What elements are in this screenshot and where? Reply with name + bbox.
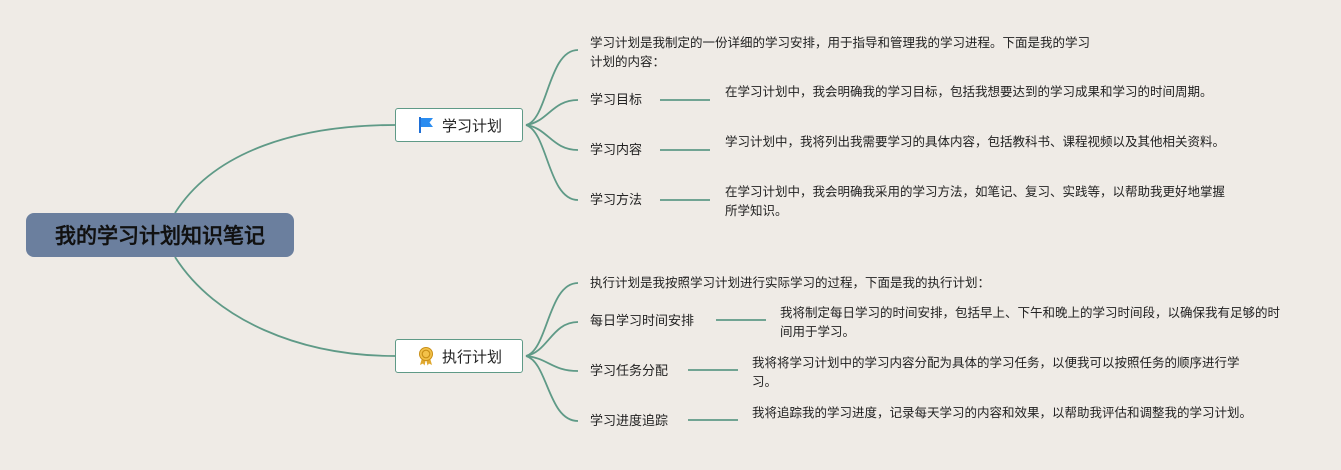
branch-node-study-plan[interactable]: 学习计划 (395, 108, 523, 142)
branch-2-child-3-label[interactable]: 学习进度追踪 (590, 414, 669, 429)
branch-title: 执行计划 (441, 347, 502, 366)
branch-1-child-1-label[interactable]: 学习目标 (590, 93, 643, 108)
branch-1-child-3-label[interactable]: 学习方法 (590, 193, 643, 208)
branch-2-child-3-text: 我将追踪我的学习进度，记录每天学习的内容和效果，以帮助我评估和调整我的学习计划。 (752, 405, 1253, 420)
branch-1-child-3-text: 在学习计划中，我会明确我采用的学习方法，如笔记、复习、实践等，以帮助我更好地掌握… (725, 184, 1226, 218)
link-b2-intro (525, 282, 579, 357)
branch-node-execution-plan[interactable]: 执行计划 (395, 339, 523, 373)
branch-1-child-2-label[interactable]: 学习内容 (590, 143, 643, 158)
branch-1-intro: 学习计划是我制定的一份详细的学习安排，用于指导和管理我的学习进程。下面是我的学习… (590, 35, 1091, 69)
branch-2-child-1-text: 我将制定每日学习的时间安排，包括早上、下午和晚上的学习时间段，以确保我有足够的时… (780, 305, 1281, 339)
link-b2-child-3 (525, 355, 579, 422)
link-b2-child-1 (525, 321, 579, 357)
link-b1-child-3 (525, 124, 579, 201)
root-node[interactable]: 我的学习计划知识笔记 (26, 213, 294, 257)
branch-2-intro: 执行计划是我按照学习计划进行实际学习的过程，下面是我的执行计划： (590, 275, 991, 290)
branch-2-child-2-label[interactable]: 学习任务分配 (590, 364, 669, 379)
branch-2-child-2-text: 我将将学习计划中的学习内容分配为具体的学习任务，以便我可以按照任务的顺序进行学习… (752, 355, 1240, 389)
award-medal-icon (416, 346, 436, 366)
link-root-branch-1 (174, 124, 396, 214)
link-b1-child-2 (525, 124, 579, 151)
branch-1-child-2-text: 学习计划中，我将列出我需要学习的具体内容，包括教科书、课程视频以及其他相关资料。 (725, 134, 1226, 149)
link-b1-intro (525, 49, 579, 126)
link-b1-child-1 (525, 99, 579, 126)
root-title: 我的学习计划知识笔记 (55, 224, 265, 248)
branch-title: 学习计划 (441, 116, 502, 135)
branch-1-child-1-text: 在学习计划中，我会明确我的学习目标，包括我想要达到的学习成果和学习的时间周期。 (725, 84, 1213, 99)
blue-flag-icon (416, 115, 436, 135)
link-root-branch-2 (174, 256, 396, 357)
branch-2-child-1-label[interactable]: 每日学习时间安排 (590, 314, 695, 329)
link-b2-child-2 (525, 355, 579, 372)
